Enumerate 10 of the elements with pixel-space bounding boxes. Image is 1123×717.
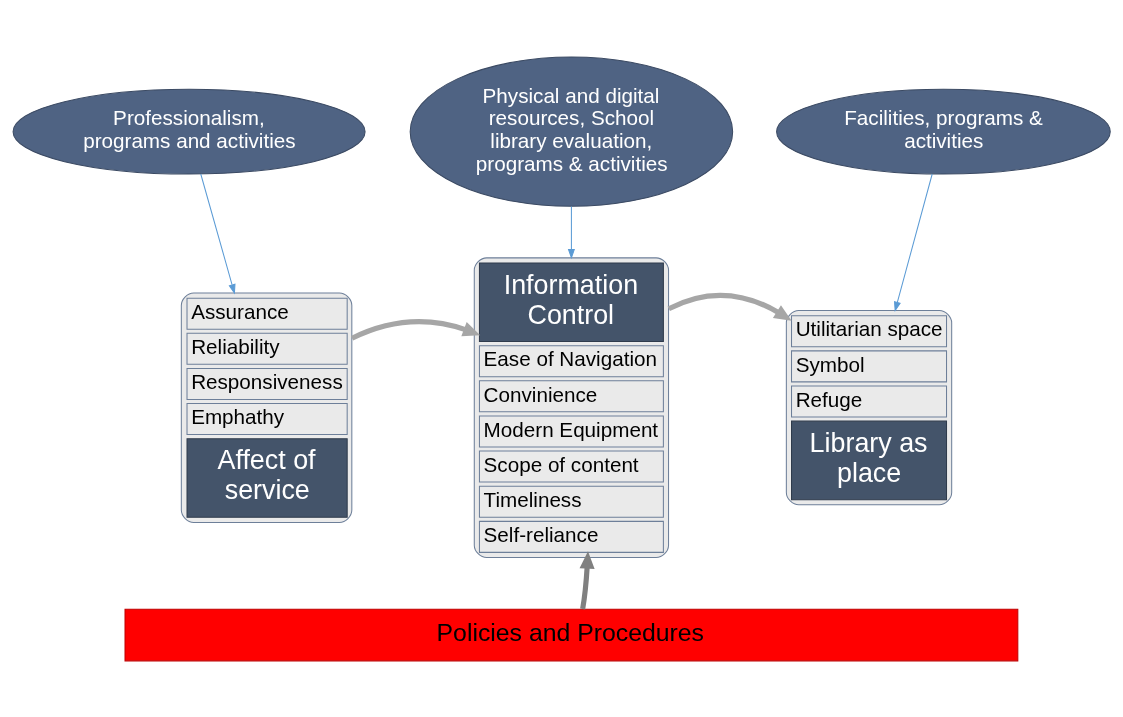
arrow [579, 550, 595, 609]
node-ellipse: Physical and digital resources, School library evaluation, programs & activities [409, 56, 734, 207]
arrow [667, 292, 792, 321]
node-ellipse: Facilities, programs & activities [776, 88, 1111, 175]
node-box: Policies and Procedures [124, 608, 1019, 661]
arrow [567, 205, 576, 259]
arrow [350, 318, 481, 341]
node-ellipse: Professionalism, programs and activities [12, 88, 366, 175]
arrow [200, 173, 236, 294]
arrow [893, 173, 933, 312]
